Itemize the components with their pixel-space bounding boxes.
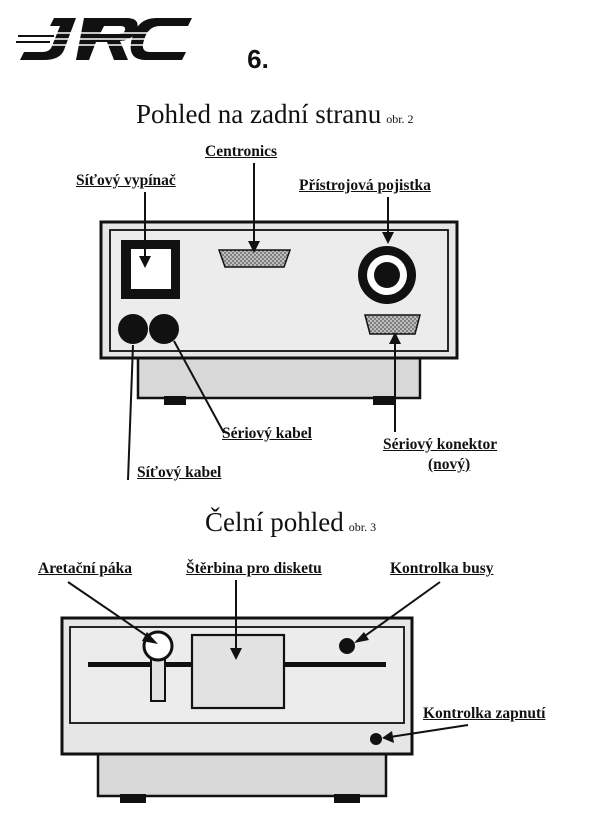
front-device-foot-right bbox=[334, 794, 360, 803]
busy-led bbox=[339, 638, 355, 654]
label-power-cable: Síťový kabel bbox=[137, 464, 222, 481]
arrowhead-disk-slot bbox=[230, 648, 242, 660]
pointer-power-cable bbox=[127, 344, 134, 481]
arrowhead-centronics bbox=[248, 241, 260, 253]
arrowhead-power-switch bbox=[139, 256, 151, 268]
label-lock-lever: Aretační páka bbox=[38, 560, 133, 577]
centronics-connector bbox=[217, 249, 292, 268]
arrowhead-power-led bbox=[382, 731, 394, 743]
label-fuse: Přístrojová pojistka bbox=[299, 177, 431, 194]
label-power-switch: Síťový vypínač bbox=[76, 172, 176, 189]
rear-view-title: Pohled na zadní stranu obr. 2 bbox=[136, 99, 414, 130]
front-device-foot-left bbox=[120, 794, 146, 803]
label-serial-cable: Sériový kabel bbox=[222, 425, 312, 442]
lock-lever-handle bbox=[150, 654, 166, 702]
label-power-led: Kontrolka zapnutí bbox=[423, 705, 546, 722]
label-serial-connector: Sériový konektor bbox=[383, 436, 498, 453]
serial-connector bbox=[364, 314, 421, 335]
pointer-busy-led bbox=[361, 581, 441, 639]
disk-door bbox=[190, 633, 286, 710]
power-cable-socket bbox=[118, 314, 148, 344]
fuse-cap bbox=[374, 262, 400, 288]
arrowhead-lock-lever bbox=[142, 632, 158, 644]
pointer-lock-lever bbox=[67, 581, 151, 639]
front-pointer-lines bbox=[67, 580, 469, 743]
jrc-logo bbox=[14, 6, 204, 68]
rear-device bbox=[99, 220, 459, 405]
label-serial-connector-note: (nový) bbox=[428, 456, 471, 473]
pointer-power-led bbox=[389, 724, 469, 738]
front-view-title: Čelní pohled obr. 3 bbox=[205, 507, 376, 538]
serial-cable-socket bbox=[149, 314, 179, 344]
label-busy-led: Kontrolka busy bbox=[390, 560, 494, 577]
arrowhead-busy-led bbox=[354, 632, 369, 643]
front-view-figure-ref: obr. 3 bbox=[348, 520, 377, 534]
rear-pointer-lines bbox=[127, 163, 401, 481]
jrc-logo-graphic bbox=[14, 18, 204, 60]
pointer-serial-cable bbox=[173, 340, 225, 434]
power-switch-window bbox=[131, 249, 171, 289]
front-device-base bbox=[96, 746, 388, 798]
rear-device-foot-left bbox=[164, 396, 186, 405]
rear-view-figure-ref: obr. 2 bbox=[386, 112, 414, 126]
front-view-title-text: Čelní pohled bbox=[205, 507, 344, 537]
page-number: 6. bbox=[247, 44, 269, 74]
arrowhead-fuse bbox=[382, 232, 394, 244]
rear-device-foot-right bbox=[373, 396, 395, 405]
arrowhead-serial-connector bbox=[389, 332, 401, 344]
label-disk-slot: Štěrbina pro disketu bbox=[186, 560, 322, 577]
label-centronics: Centronics bbox=[205, 143, 278, 160]
power-led bbox=[370, 733, 382, 745]
rear-view-title-text: Pohled na zadní stranu bbox=[136, 99, 382, 129]
